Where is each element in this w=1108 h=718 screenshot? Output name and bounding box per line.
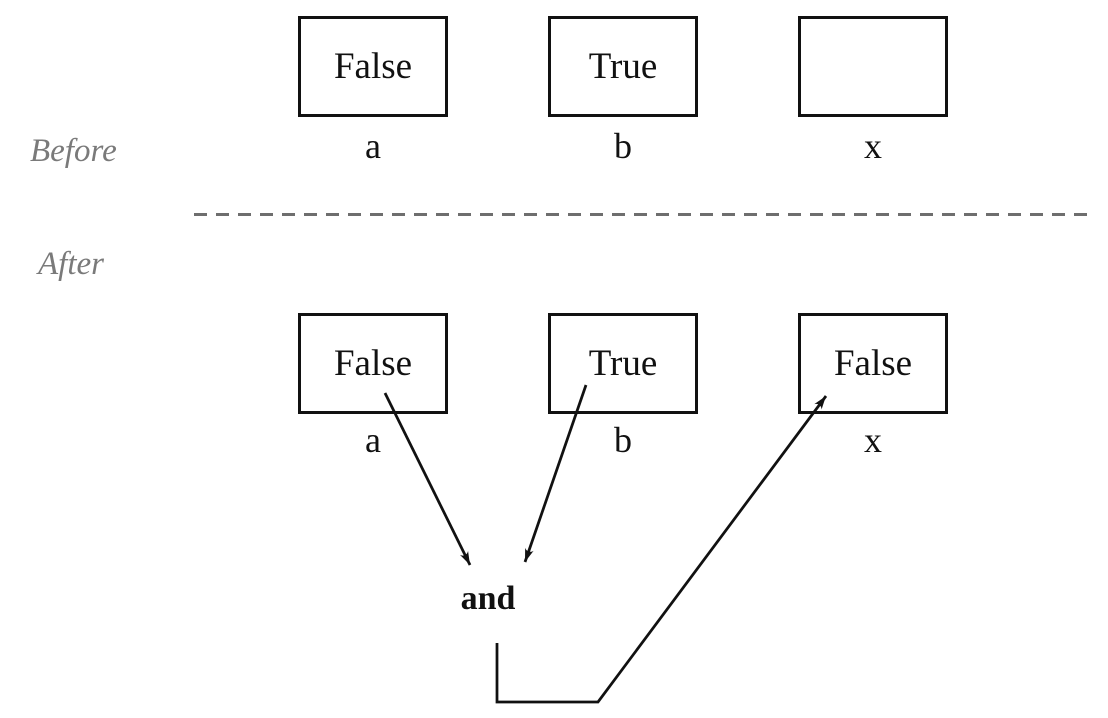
before-box-x — [798, 16, 948, 117]
before-box-b-value: True — [588, 46, 658, 87]
before-label-x: x — [864, 126, 882, 166]
after-box-a-value: False — [333, 343, 413, 384]
before-box-b: True — [548, 16, 698, 117]
after-box-b-value: True — [588, 343, 658, 384]
after-box-b: True — [548, 313, 698, 414]
before-box-a-value: False — [333, 46, 413, 87]
before-label-b: b — [614, 126, 632, 166]
after-section-label: After — [38, 246, 104, 282]
and-operator-label: and — [460, 580, 516, 617]
after-box-a: False — [298, 313, 448, 414]
after-label-b: b — [614, 420, 632, 460]
after-label-a: a — [365, 420, 381, 460]
before-label-a: a — [365, 126, 381, 166]
before-box-a: False — [298, 16, 448, 117]
after-box-x-value: False — [833, 343, 913, 384]
before-after-divider — [194, 213, 1092, 216]
before-section-label: Before — [30, 133, 117, 169]
after-box-x: False — [798, 313, 948, 414]
after-label-x: x — [864, 420, 882, 460]
